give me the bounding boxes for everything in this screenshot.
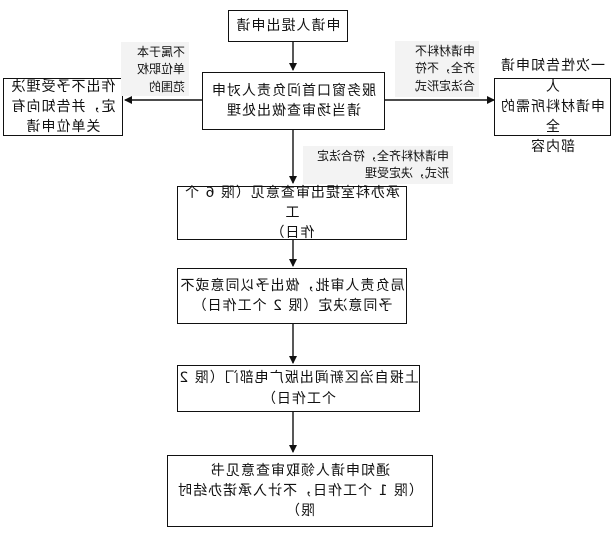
edge-label-incomplete: 申请材料不 齐全，不符 合法定形式 [395, 41, 479, 97]
report-upper-node-label: 上报自治区新闻出版广电部门（限 2 个工作日） [178, 370, 419, 407]
leader-approve-node: 局负责人审批，做出予以同意或不 予同意决定（限 2 个工作日） [177, 268, 407, 324]
notify-missing-node: 一次性告知申请人 申请材料所需的全 部内容 [494, 58, 611, 155]
dept-opinion-node: 承办科室提出审查意见（限 6 个工 作日） [177, 185, 407, 241]
edge-label-not-in-scope: 不属于本 单位职权 范围的 [121, 42, 189, 96]
notify-missing-node-label: 一次性告知申请人 申请材料所需的全 部内容 [500, 58, 605, 156]
apply-node: 申请人提出申请 [228, 10, 348, 42]
edge-label-complete-text: 申请材料齐全，符合法定 形式，决定受理 [316, 149, 449, 181]
window-review-node: 服务窗口首问负责人对申 请当场审查做出处理 [202, 72, 385, 130]
edge-label-not-in-scope-text: 不属于本 单位职权 范围的 [136, 45, 185, 94]
edge-label-incomplete-text: 申请材料不 齐全，不符 合法定形式 [414, 44, 475, 93]
apply-node-label: 申请人提出申请 [235, 17, 341, 34]
reject-node-label: 作出不予受理决 定，并告知向有 关单位申请 [10, 78, 116, 136]
edge-label-complete: 申请材料齐全，符合法定 形式，决定受理 [303, 146, 453, 184]
report-upper-node: 上报自治区新闻出版广电部门（限 2 个工作日） [177, 365, 420, 412]
reject-node: 作出不予受理决 定，并告知向有 关单位申请 [3, 78, 123, 136]
notify-collect-node: 通知申请人领取审查意见书 （限 1 个工作日，不计入承诺办结时限） [167, 455, 433, 527]
window-review-node-label: 服务窗口首问负责人对申 请当场审查做出处理 [211, 82, 376, 119]
dept-opinion-node-label: 承办科室提出审查意见（限 6 个工 作日） [184, 184, 400, 242]
leader-approve-node-label: 局负责人审批，做出予以同意或不 予同意决定（限 2 个工作日） [179, 277, 405, 314]
notify-collect-node-label: 通知申请人领取审查意见书 （限 1 个工作日，不计入承诺办结时限） [177, 462, 423, 520]
